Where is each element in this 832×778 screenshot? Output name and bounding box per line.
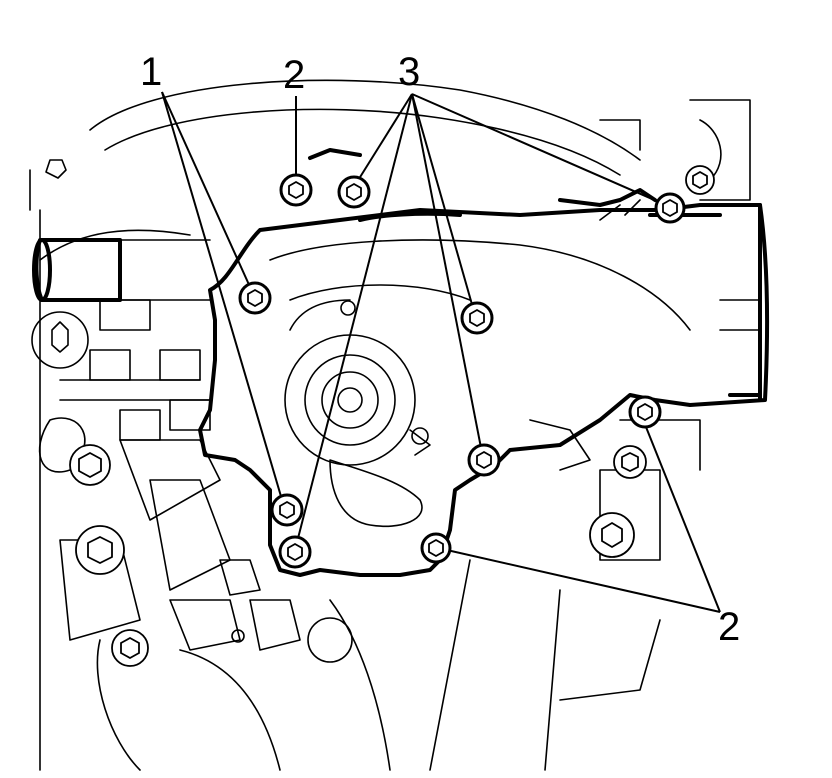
bolt-background-3 [111,629,149,667]
leader-1b [161,91,286,511]
pump-boss [284,299,431,466]
bolt-background-4 [613,445,647,479]
callout-labels: 1 2 3 2 [140,50,740,649]
leader-2-bottom-b [437,547,721,613]
callout-label-2-top: 2 [283,53,305,97]
callout-bolts [238,173,686,569]
coolant-hose [32,238,211,302]
bolt-3-lower-right [467,443,501,477]
bolt-2-top [279,173,313,207]
bolt-background-1 [69,444,111,486]
bolt-1-lower [270,493,304,527]
leader-3d [411,93,484,459]
bolt-3-bottom [278,535,312,569]
bolt-3-top [337,175,371,209]
callout-label-2-bottom: 2 [718,605,740,649]
bolt-3-right [654,192,686,224]
callout-label-3: 3 [398,50,420,94]
leader-2-bottom-a [639,411,721,613]
bolt-background-5 [589,512,635,558]
bolt-background-2 [75,525,125,575]
leader-3b [294,93,413,551]
bolt-2-bottom [420,532,452,564]
leader-1a [161,91,256,299]
bolt-background-6 [685,165,715,195]
bolt-2-right [628,395,662,429]
bolt-3-center [460,301,494,335]
leader-lines [161,91,721,613]
callout-label-1: 1 [140,50,162,94]
bolt-1-upper [238,281,272,315]
leader-3c [411,93,476,316]
leader-3a [351,93,413,191]
leader-3e [411,93,669,207]
background-bolts [69,165,715,667]
engine-block-background [29,79,751,771]
